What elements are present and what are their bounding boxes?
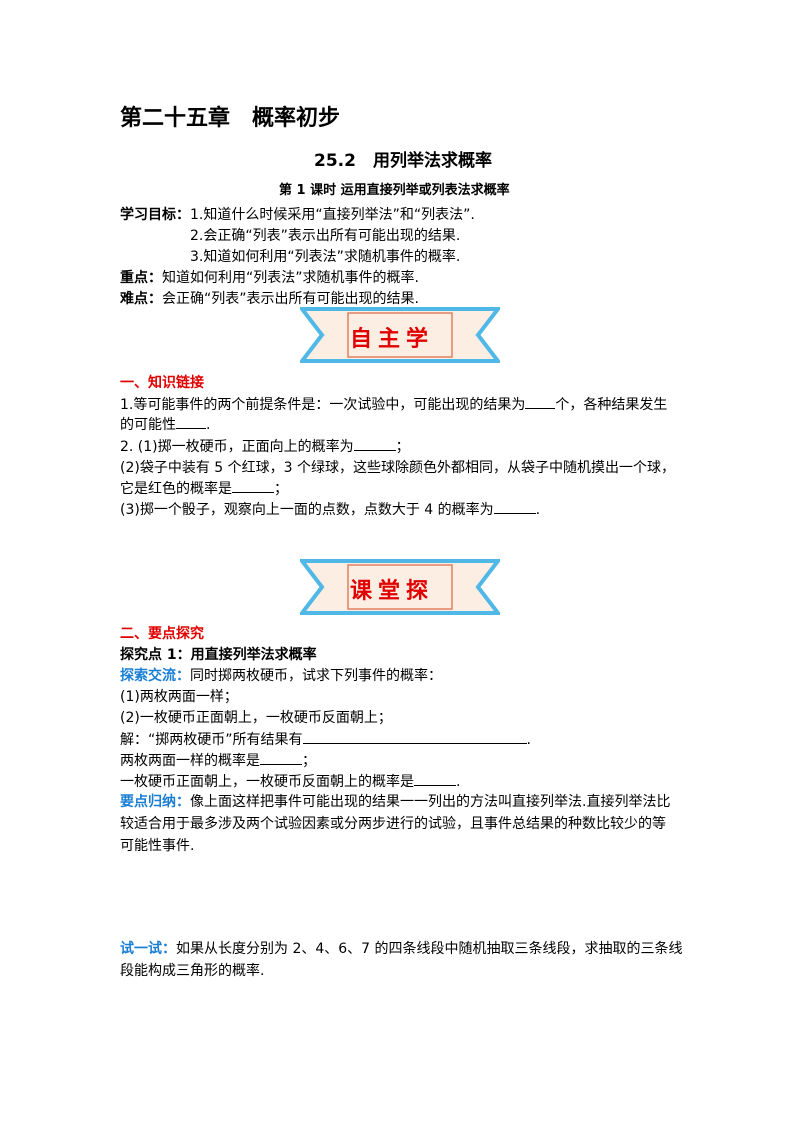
answer-blank[interactable] bbox=[414, 771, 456, 786]
banner-self-study: 自主学习 bbox=[297, 303, 503, 363]
summary-line-3: 可能性事件. bbox=[120, 838, 195, 854]
difficulty: 难点：会正确“列表”表示出所有可能出现的结果. bbox=[120, 289, 419, 309]
part2-heading: 二、要点探究 bbox=[120, 626, 204, 642]
banner-ribbon-icon bbox=[297, 559, 503, 615]
objectives-line-1: 学习目标：1.知道什么时候采用“直接列举法”和“列表法”. bbox=[120, 205, 475, 225]
explore: 探索交流：同时掷两枚硬币，试求下列事件的概率： bbox=[120, 666, 442, 686]
diff-probability: 一枚硬币正面朝上，一枚硬币反面朝上的概率是. bbox=[120, 771, 460, 792]
difficulty-text: 会正确“列表”表示出所有可能出现的结果. bbox=[162, 291, 419, 307]
q4: (3)掷一个骰子，观察向上一面的点数，点数大于 4 的概率为. bbox=[120, 499, 540, 520]
objectives-label: 学习目标： bbox=[120, 207, 190, 223]
section-title: 25.2 用列举法求概率 bbox=[314, 151, 492, 171]
objective-item-2: 2.会正确“列表”表示出所有可能出现的结果. bbox=[190, 228, 461, 244]
banner-class-explore-text: 课堂探究 bbox=[350, 579, 435, 604]
q1-line2: 的可能性. bbox=[120, 414, 210, 435]
part2-subheading: 探究点 1：用直接列举法求概率 bbox=[120, 647, 317, 663]
key-point-label: 重点： bbox=[120, 270, 162, 286]
try-line-2: 段能构成三角形的概率. bbox=[120, 963, 265, 979]
answer-blank[interactable] bbox=[353, 436, 396, 451]
same-probability: 两枚两面一样的概率是； bbox=[120, 750, 316, 771]
key-point: 重点：知道如何利用“列表法”求随机事件的概率. bbox=[120, 268, 419, 288]
part1-heading: 一、知识链接 bbox=[120, 375, 204, 391]
explore-label: 探索交流： bbox=[120, 668, 190, 684]
explore-text: 同时掷两枚硬币，试求下列事件的概率： bbox=[190, 668, 442, 684]
answer-blank[interactable] bbox=[260, 750, 302, 765]
lesson-title: 第 1 课时 运用直接列举或列表法求概率 bbox=[279, 183, 510, 198]
answer-blank[interactable] bbox=[232, 478, 274, 493]
q3-line1: (2)袋子中装有 5 个红球，3 个绿球，这些球除颜色外都相同，从袋子中随机摸出… bbox=[120, 460, 675, 476]
objective-item-1: 1.知道什么时候采用“直接列举法”和“列表法”. bbox=[190, 207, 475, 223]
banner-ribbon-icon bbox=[297, 307, 503, 363]
difficulty-label: 难点： bbox=[120, 291, 162, 307]
answer-blank[interactable] bbox=[493, 499, 536, 514]
explore-item-1: (1)两枚两面一样； bbox=[120, 689, 238, 705]
try-label: 试一试： bbox=[120, 941, 176, 957]
answer-blank[interactable] bbox=[525, 394, 556, 409]
objective-item-3: 3.知道如何利用“列表法”求随机事件的概率. bbox=[190, 249, 461, 265]
banner-self-study-text: 自主学习 bbox=[350, 327, 435, 352]
answer-blank[interactable] bbox=[176, 414, 206, 429]
chapter-title: 第二十五章 概率初步 bbox=[120, 106, 341, 131]
q3-line2: 它是红色的概率是； bbox=[120, 478, 288, 499]
try-line-1: 试一试：如果从长度分别为 2、4、6、7 的四条线段中随机抽取三条线段，求抽取的… bbox=[120, 941, 683, 957]
banner-class-explore: 课堂探究 bbox=[297, 555, 503, 615]
key-point-text: 知道如何利用“列表法”求随机事件的概率. bbox=[162, 270, 419, 286]
summary-label: 要点归纳： bbox=[120, 794, 190, 810]
summary-line-2: 较适合用于最多涉及两个试验因素或分两步进行的试验，且事件总结果的种数比较少的等 bbox=[120, 816, 666, 832]
answer-blank[interactable] bbox=[302, 729, 527, 744]
q2: 2. (1)掷一枚硬币，正面向上的概率为； bbox=[120, 436, 410, 457]
summary-line-1: 要点归纳：像上面这样把事件可能出现的结果一一列出的方法叫直接列举法.直接列举法比 bbox=[120, 794, 671, 810]
q1-line1: 1.等可能事件的两个前提条件是：一次试验中，可能出现的结果为个，各种结果发生 bbox=[120, 394, 667, 415]
explore-item-2: (2)一枚硬币正面朝上，一枚硬币反面朝上； bbox=[120, 710, 392, 726]
solution: 解：“掷两枚硬币”所有结果有. bbox=[120, 729, 531, 750]
